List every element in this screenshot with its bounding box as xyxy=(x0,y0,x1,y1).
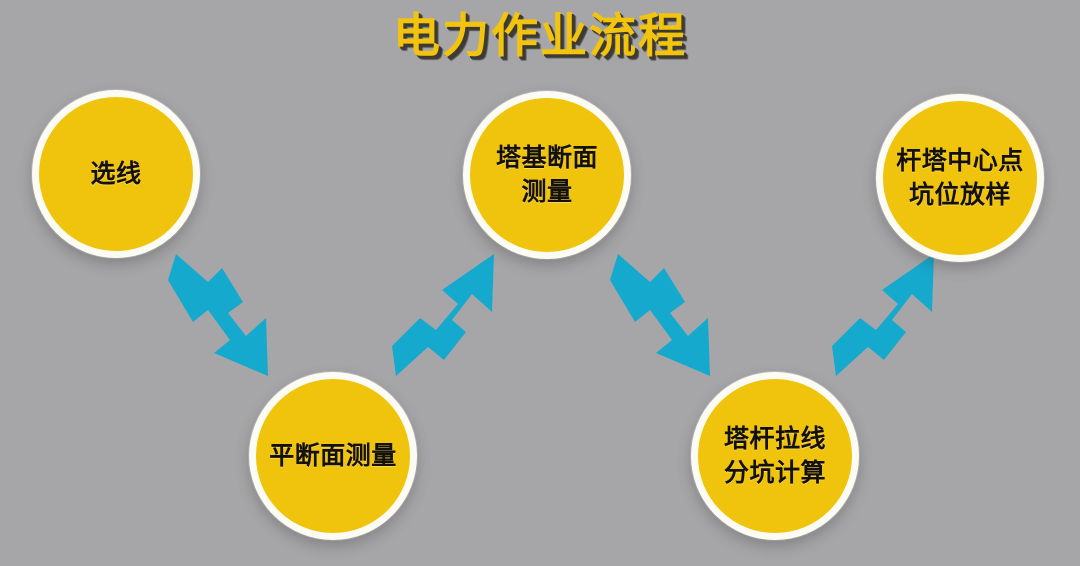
flow-node-label: 平断面测量 xyxy=(269,441,397,470)
flow-arrow-down-right-2 xyxy=(610,254,710,376)
flow-node-guy-wire-pit-calculation[interactable]: 塔杆拉线 分坑计算 xyxy=(691,372,859,540)
flow-arrow-up-right-1 xyxy=(392,254,494,376)
flow-node-label: 塔基断面 测量 xyxy=(495,143,598,206)
flow-node-label: 杆塔中心点 坑位放样 xyxy=(896,146,1024,209)
flow-node-route-selection[interactable]: 选线 xyxy=(32,90,200,258)
flow-arrow-up-right-2 xyxy=(832,254,934,376)
flow-node-profile-survey[interactable]: 平断面测量 xyxy=(249,372,417,540)
page-title: 电力作业流程 xyxy=(393,9,687,64)
flow-arrow-down-right-1 xyxy=(168,254,268,376)
flow-node-label: 选线 xyxy=(90,159,142,188)
flow-node-tower-center-pit-staking[interactable]: 杆塔中心点 坑位放样 xyxy=(876,94,1044,262)
flow-node-tower-base-section-survey[interactable]: 塔基断面 测量 xyxy=(463,91,631,259)
flow-node-label: 塔杆拉线 分坑计算 xyxy=(723,424,826,487)
